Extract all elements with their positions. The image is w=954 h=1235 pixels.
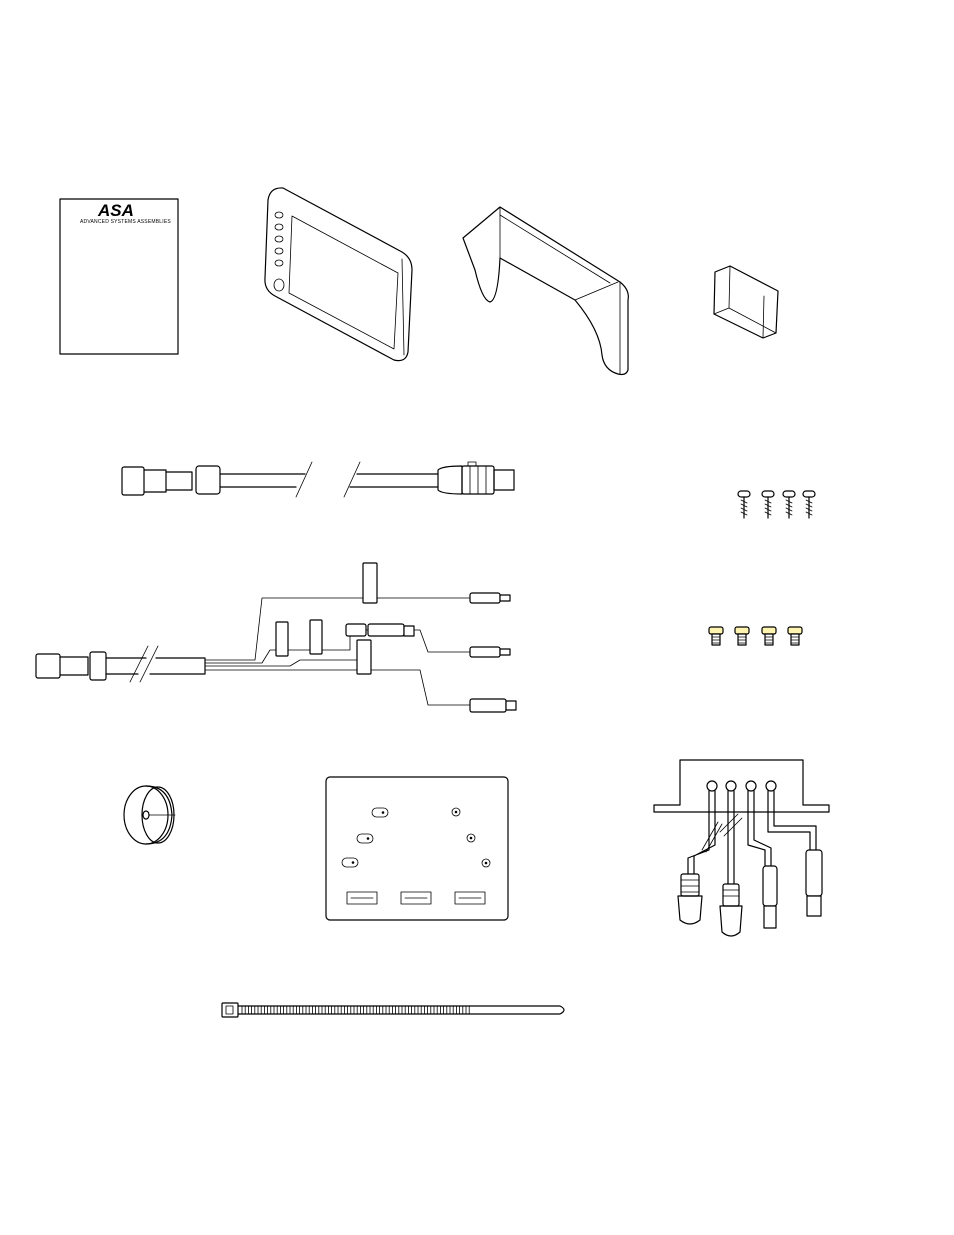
bracket-cable-2: [720, 781, 742, 936]
short-screw-icon: [709, 627, 723, 645]
harness-connector-1: [470, 593, 510, 603]
phillips-screw-icon: [738, 491, 750, 518]
manual-logo: ASA: [97, 201, 134, 220]
manual-booklet-icon: ASA ADVANCED SYSTEMS ASSEMBLIES: [60, 199, 178, 354]
sun-shade-icon: [463, 207, 628, 375]
phillips-screws: [738, 491, 815, 518]
short-screw-icon: [788, 627, 802, 645]
phillips-screw-icon: [783, 491, 795, 518]
harness-connector-2: [470, 647, 510, 657]
short-screws: [709, 627, 802, 645]
phillips-screw-icon: [803, 491, 815, 518]
short-screw-icon: [735, 627, 749, 645]
manual-tagline: ADVANCED SYSTEMS ASSEMBLIES: [80, 219, 171, 225]
extension-cable-icon: [122, 462, 514, 497]
adhesive-pad-icon: [714, 266, 778, 338]
bracket-cable-1: [678, 781, 722, 924]
short-screw-icon: [762, 627, 776, 645]
connector-bracket-icon: [654, 760, 829, 936]
grommet-icon: [124, 786, 175, 844]
bracket-cable-3: [746, 781, 777, 928]
monitor-buttons: [274, 212, 284, 291]
monitor-icon: [265, 188, 412, 361]
phillips-screw-icon: [762, 491, 774, 518]
mounting-plate-icon: [326, 777, 508, 920]
cable-tie-icon: [222, 1003, 564, 1017]
harness-connector-3: [470, 699, 516, 712]
wiring-harness-icon: [36, 563, 516, 712]
